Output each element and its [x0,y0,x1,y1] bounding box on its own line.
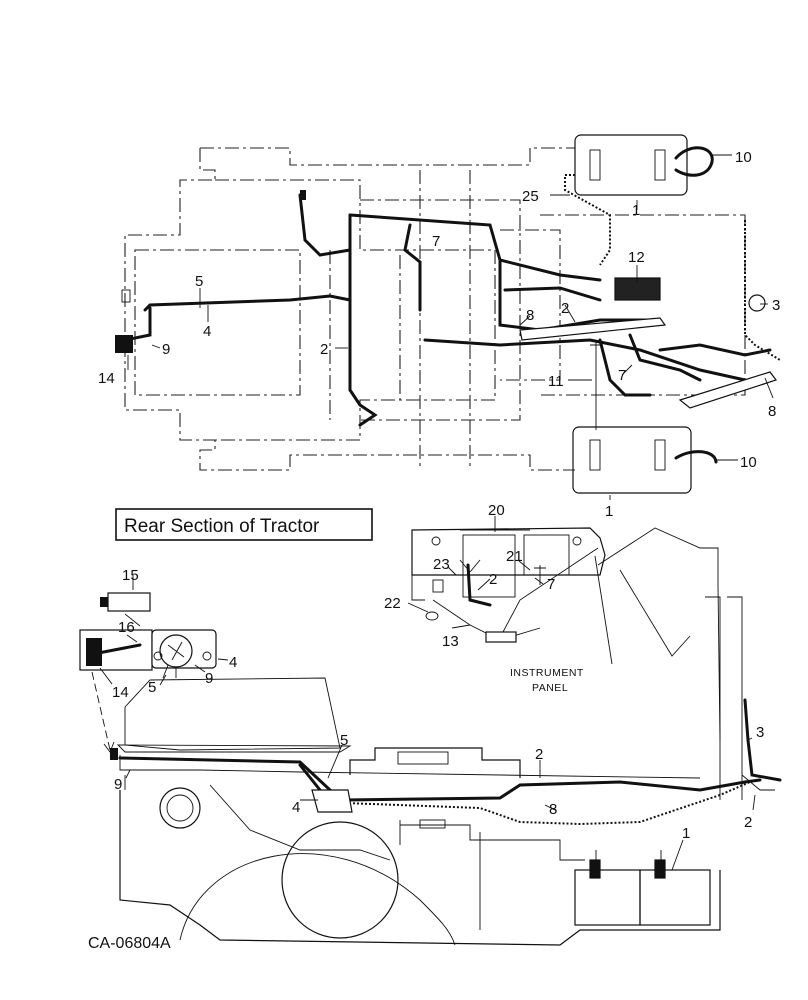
upper-battery [564,134,714,266]
callout-4-detail: 4 [229,654,237,671]
top-view-leaders [127,154,774,500]
axle-housing [329,170,471,470]
callout-13: 13 [442,633,459,650]
cab-panel [597,527,721,741]
fender-left [209,784,391,861]
callout-5-side: 5 [340,732,348,749]
callout-12: 12 [628,249,645,266]
callout-8-right: 8 [768,403,776,420]
callout-15: 15 [122,567,139,584]
battery-side-1 [574,869,641,926]
callout-1-lower: 1 [605,503,613,520]
pto-shaft [159,787,201,829]
callout-3-side: 3 [756,724,764,741]
frame-outline [124,147,575,471]
transmission [399,820,585,930]
side-harness-main [118,756,762,802]
connector-details: 15 16 4 5 9 14 [79,567,237,753]
callout-5-detail: 5 [148,679,156,696]
callout-7-panel: 7 [547,576,555,593]
callout-7-lower: 7 [618,367,626,384]
callout-21: 21 [506,548,523,565]
section-caption: Rear Section of Tractor [115,508,373,541]
main-harness [115,190,781,427]
rear-housing [119,790,721,946]
seat-cushion [116,744,352,753]
frame-notch [121,289,131,303]
seat [124,677,341,751]
battery-side-2 [639,869,711,926]
callout-10-lower: 10 [740,454,757,471]
callout-2-mid: 2 [561,300,569,317]
cab-posts [705,596,743,800]
callout-14: 14 [98,370,115,387]
axle-hub [281,821,399,939]
rear-wheel-arc [179,853,456,946]
callout-7-upper: 7 [432,233,440,250]
callout-2-panel: 2 [489,571,497,588]
transmission-cap [419,819,446,829]
instrument-panel-label-2: PANEL [532,682,568,694]
callout-8-mid: 8 [526,307,534,324]
callout-23: 23 [433,556,450,573]
callout-1-side: 1 [682,825,690,842]
callout-9-side: 9 [114,776,122,793]
instrument-panel-label-1: INSTRUMENT [510,667,584,679]
side-rail [119,755,701,790]
instrument-panel-detail: 20 21 23 2 7 22 13 INSTRUMENT PANEL [384,502,613,694]
callout-14-detail: 14 [112,684,129,701]
callout-11: 11 [548,373,564,390]
callout-10-upper: 10 [735,149,752,166]
caption-label: Rear Section of Tractor [124,516,320,537]
callout-2-right-side: 2 [744,814,752,831]
callout-9-detail: 9 [205,670,213,687]
top-view-callouts: 10 25 1 7 12 5 4 3 9 2 8 2 14 11 7 8 10 … [98,149,780,520]
callout-5: 5 [195,273,203,290]
lower-battery [572,340,718,494]
callout-2-side: 2 [535,746,543,763]
callout-4: 4 [203,323,211,340]
side-view-callouts: 5 2 3 9 4 8 2 1 [114,724,764,842]
callout-8-side: 8 [549,801,557,818]
callout-3: 3 [772,297,780,314]
callout-25: 25 [522,188,539,205]
callout-4-side: 4 [292,799,300,816]
callout-22: 22 [384,595,401,612]
center-box-slot [397,751,449,765]
center-box [349,747,521,778]
callout-16: 16 [118,619,135,636]
callout-1-upper: 1 [632,202,640,219]
callout-9: 9 [162,341,170,358]
side-view [110,527,782,946]
drawing-code: CA-06804A [88,935,171,952]
callout-2-left: 2 [320,341,328,358]
frame-inner [134,179,496,441]
side-harness-8 [344,781,751,826]
callout-20: 20 [488,502,505,519]
top-view [115,134,781,500]
